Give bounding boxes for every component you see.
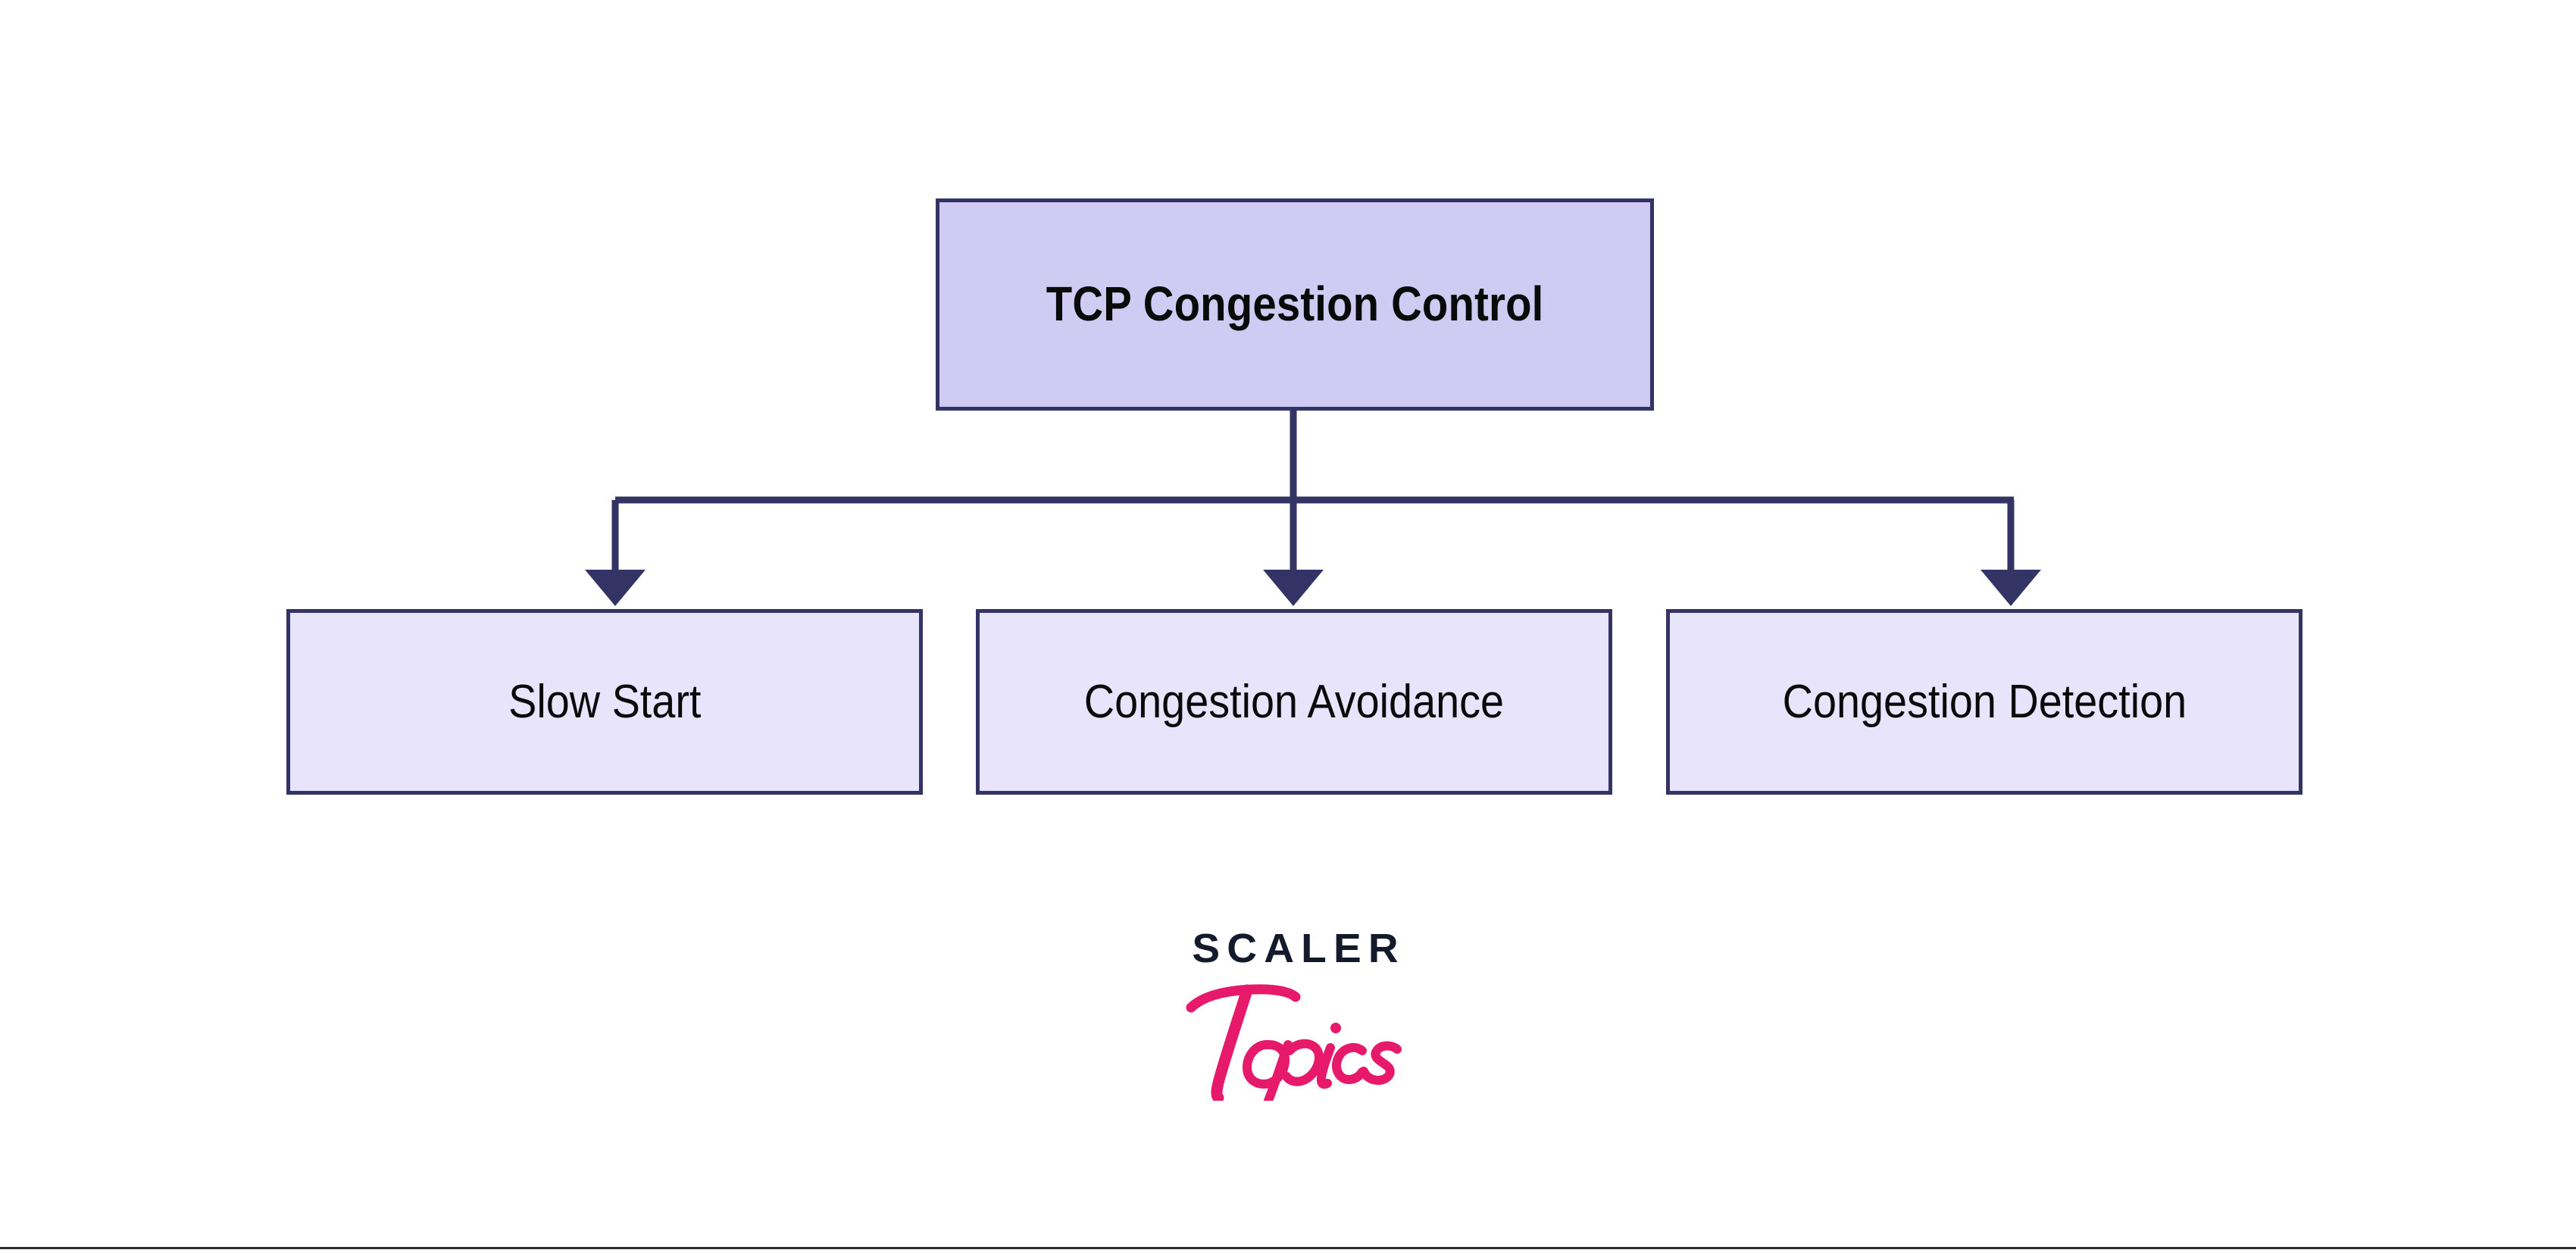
logo-wordmark: SCALER <box>1192 926 1406 971</box>
logo-script-topics <box>1186 984 1402 1101</box>
node-congestion-avoidance[interactable]: Congestion Avoidance <box>976 609 1612 795</box>
node-slow-start[interactable]: Slow Start <box>286 609 923 795</box>
arrowhead-left <box>585 570 646 606</box>
node-congestion-detection[interactable]: Congestion Detection <box>1666 609 2302 795</box>
node-label: Congestion Detection <box>1782 675 2187 728</box>
node-label: Congestion Avoidance <box>1083 675 1505 728</box>
arrowhead-right <box>1980 570 2041 606</box>
bottom-divider <box>0 1247 2576 1249</box>
node-label: Slow Start <box>508 675 702 728</box>
node-tcp-congestion-control[interactable]: TCP Congestion Control <box>936 198 1654 411</box>
arrowhead-center <box>1263 570 1324 606</box>
node-label: TCP Congestion Control <box>1046 277 1544 332</box>
scaler-topics-logo: SCALER <box>1167 920 1424 1110</box>
